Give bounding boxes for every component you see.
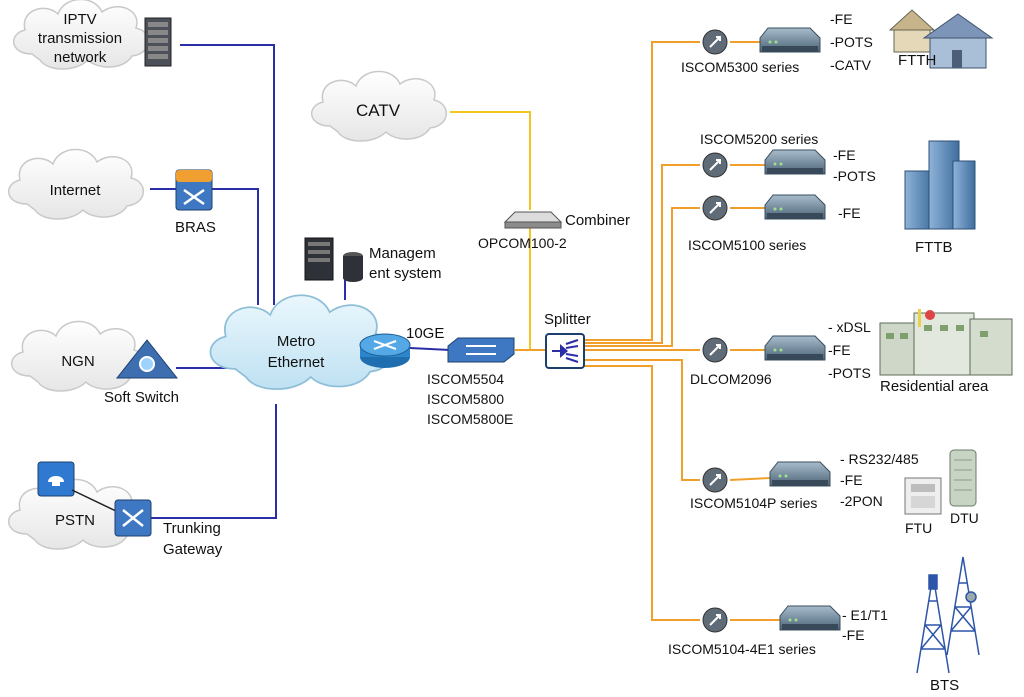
branch-4-service-2: -FE bbox=[828, 342, 851, 358]
trunking-gateway-line-2: Gateway bbox=[163, 541, 223, 558]
cloud-iptv-line-2: transmission bbox=[38, 30, 122, 47]
metro-router-icon bbox=[359, 333, 411, 368]
branch-4-service-1: - xDSL bbox=[828, 319, 871, 335]
modem-icon-1 bbox=[759, 27, 821, 53]
branch-1-device: ISCOM5300 series bbox=[681, 59, 799, 75]
dtu-icon bbox=[949, 449, 977, 507]
branch-6-device: ISCOM5104-4E1 series bbox=[668, 641, 816, 657]
branch-3-site: FTTB bbox=[915, 239, 953, 256]
splitter-label: Splitter bbox=[544, 311, 591, 328]
soft-switch-icon bbox=[115, 339, 179, 379]
core-switch-icon bbox=[447, 337, 515, 363]
cloud-catv: CATV bbox=[310, 70, 448, 142]
ftu-icon bbox=[904, 477, 942, 515]
houses-icon bbox=[888, 9, 994, 69]
cloud-internet: Internet bbox=[7, 148, 145, 220]
management-line-1: Managem bbox=[369, 245, 436, 262]
management-line-2: ent system bbox=[369, 265, 442, 282]
cloud-ngn: NGN bbox=[10, 320, 148, 392]
combiner-icon bbox=[503, 211, 563, 229]
branch-1-service-1: -FE bbox=[830, 11, 853, 27]
splitter-icon bbox=[545, 333, 585, 369]
branch-5-service-3: -2PON bbox=[840, 493, 883, 509]
branch-6-service-2: -FE bbox=[842, 627, 865, 643]
branch-4-service-3: -POTS bbox=[828, 365, 871, 381]
bras-router-icon bbox=[175, 169, 213, 211]
ont-icon-3 bbox=[702, 195, 728, 221]
branch-2-service-1: -FE bbox=[833, 147, 856, 163]
iptv-server-icon bbox=[144, 17, 172, 67]
ont-icon-2 bbox=[702, 152, 728, 178]
branch-6-service-1: - E1/T1 bbox=[842, 607, 888, 623]
branch-4-device: DLCOM2096 bbox=[690, 371, 772, 387]
dtu-label: DTU bbox=[950, 510, 979, 526]
branch-4-site: Residential area bbox=[880, 378, 989, 395]
cloud-iptv-line-1: IPTV bbox=[63, 11, 96, 28]
branch-6-site: BTS bbox=[930, 677, 959, 694]
combiner-label: Combiner bbox=[565, 212, 630, 229]
branch-2-device: ISCOM5200 series bbox=[700, 131, 818, 147]
opcom-label: OPCOM100-2 bbox=[478, 235, 567, 251]
modem-icon-2 bbox=[764, 149, 826, 175]
core-switch-line-1: ISCOM5504 bbox=[427, 371, 504, 387]
bras-label: BRAS bbox=[175, 219, 216, 236]
ont-icon-1 bbox=[702, 29, 728, 55]
cloud-iptv: IPTV transmission network bbox=[12, 0, 150, 70]
cloud-ngn-label: NGN bbox=[61, 353, 94, 370]
ont-icon-6 bbox=[702, 607, 728, 633]
trunking-gateway-line-1: Trunking bbox=[163, 520, 221, 537]
branch-2-service-2: -POTS bbox=[833, 168, 876, 184]
metro-line-2: Ethernet bbox=[268, 354, 326, 371]
phone-icon bbox=[37, 461, 75, 497]
cloud-pstn-label: PSTN bbox=[55, 512, 95, 529]
branch-5-device: ISCOM5104P series bbox=[690, 495, 817, 511]
cloud-catv-label: CATV bbox=[356, 101, 401, 120]
catv-fiber bbox=[450, 111, 531, 210]
office-buildings-icon bbox=[904, 140, 976, 230]
bts-tower-icon bbox=[916, 556, 980, 674]
branch-5-service-2: -FE bbox=[840, 472, 863, 488]
soft-switch-label: Soft Switch bbox=[104, 389, 179, 406]
modem-icon-5 bbox=[769, 461, 831, 487]
branch-1-service-2: -POTS bbox=[830, 34, 873, 50]
fiber-links bbox=[584, 41, 780, 621]
ont-icon-4 bbox=[702, 337, 728, 363]
trunking-gateway-icon bbox=[114, 499, 152, 537]
branch-3-service-1: -FE bbox=[838, 205, 861, 221]
branch-1-site: FTTH bbox=[898, 52, 936, 69]
modem-icon-4 bbox=[764, 335, 826, 361]
branch-5-service-1: - RS232/485 bbox=[840, 451, 919, 467]
branch-1-service-3: -CATV bbox=[830, 57, 872, 73]
phone-link bbox=[71, 489, 119, 513]
ftu-label: FTU bbox=[905, 520, 932, 536]
core-switch-line-3: ISCOM5800E bbox=[427, 411, 513, 427]
management-server-icon bbox=[304, 237, 363, 282]
cloud-internet-label: Internet bbox=[50, 182, 102, 199]
metro-line-1: Metro bbox=[277, 333, 315, 350]
core-switch-line-2: ISCOM5800 bbox=[427, 391, 504, 407]
cloud-pstn: PSTN bbox=[7, 478, 145, 550]
link-10ge-label: 10GE bbox=[406, 325, 444, 342]
modem-icon-6 bbox=[779, 605, 841, 631]
branch-3-device: ISCOM5100 series bbox=[688, 237, 806, 253]
cloud-iptv-line-3: network bbox=[54, 49, 107, 66]
ont-icon-5 bbox=[702, 467, 728, 493]
links-layer bbox=[150, 41, 780, 621]
modem-icon-3 bbox=[764, 194, 826, 220]
residential-buildings-icon bbox=[879, 309, 1013, 376]
